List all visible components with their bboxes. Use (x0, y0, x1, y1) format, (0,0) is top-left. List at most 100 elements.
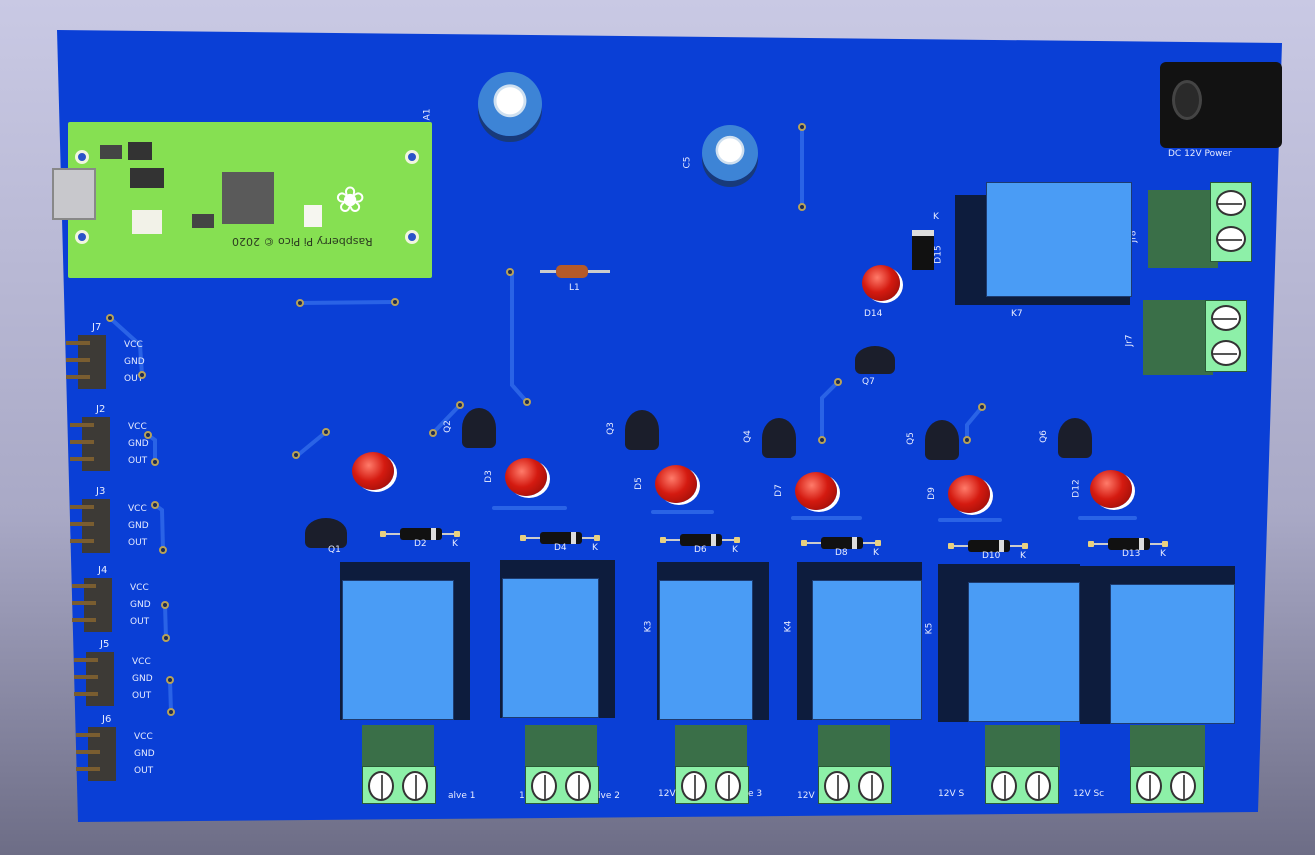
pin (70, 505, 94, 509)
terminal-body (985, 725, 1060, 770)
jack-socket (1172, 80, 1202, 120)
screw-icon (402, 771, 428, 801)
chip (100, 145, 122, 159)
screw-icon (824, 771, 850, 801)
pad (734, 537, 740, 543)
via (167, 708, 175, 716)
via (391, 298, 399, 306)
pin (70, 440, 94, 444)
via (963, 436, 971, 444)
relay-label: K5 (924, 622, 935, 635)
header-pin-label: GND (130, 600, 151, 610)
via (151, 501, 159, 509)
diode-k: K (1020, 551, 1026, 561)
pin (66, 341, 90, 345)
header-ref: J5 (100, 639, 110, 650)
via (322, 428, 330, 436)
relay-k7 (986, 182, 1132, 297)
relay (968, 582, 1080, 722)
relay (659, 580, 753, 720)
pin (74, 692, 98, 696)
usb-connector (52, 168, 96, 220)
via (138, 371, 146, 379)
pad (520, 535, 526, 541)
header-ref: J4 (98, 565, 108, 576)
header-pin-label: GND (132, 674, 153, 684)
mount-hole (405, 230, 419, 244)
pad (660, 537, 666, 543)
via (818, 436, 826, 444)
diode-label: D8 (835, 548, 848, 558)
led-label: D7 (773, 484, 784, 497)
led (948, 475, 990, 513)
led (505, 458, 547, 496)
led (1090, 470, 1132, 508)
via (429, 429, 437, 437)
led-label: D12 (1071, 479, 1082, 498)
header-pin-label: GND (128, 521, 149, 531)
header-pin-label: VCC (128, 504, 147, 514)
pad (1022, 543, 1028, 549)
led-label: D9 (926, 487, 937, 500)
pico-ref: A1 (422, 108, 433, 121)
diode-label: D2 (414, 539, 427, 549)
d15-label: D15 (933, 245, 944, 264)
header-pin-label: OUT (124, 374, 144, 384)
transistor-label: Q5 (905, 432, 916, 445)
via (798, 123, 806, 131)
pin (66, 375, 90, 379)
q7-label: Q7 (862, 377, 875, 387)
header-pin-label: VCC (128, 422, 147, 432)
diode-label: D13 (1122, 549, 1141, 559)
pin (66, 358, 90, 362)
transistor-label: Q2 (442, 420, 453, 433)
pin (72, 618, 96, 622)
mount-hole (75, 230, 89, 244)
header-pin-label: OUT (132, 691, 152, 701)
bootsel-button (132, 210, 162, 234)
q1-label: Q1 (328, 545, 341, 555)
terminal-jr7-body (1143, 300, 1213, 375)
pin (76, 733, 100, 737)
transistor-q7 (855, 346, 895, 374)
screw-icon (991, 771, 1017, 801)
pico-silk: Raspberry Pi Pico © 2020 (232, 235, 373, 248)
pin (76, 767, 100, 771)
screw-icon (715, 771, 741, 801)
pad (948, 543, 954, 549)
l1-label: L1 (569, 283, 580, 293)
screw-icon (1216, 190, 1246, 216)
pad (454, 531, 460, 537)
valve-label: lve 2 (598, 791, 620, 801)
rp2040-chip (222, 172, 274, 224)
relay (812, 580, 922, 720)
pin (70, 522, 94, 526)
relay (1110, 584, 1235, 724)
relay (342, 580, 454, 720)
via (456, 401, 464, 409)
capacitor-c5 (702, 125, 758, 181)
header-pin-label: OUT (130, 617, 150, 627)
valve-label: e 3 (748, 789, 763, 799)
led-label: D5 (633, 477, 644, 490)
valve-label: 12V (797, 791, 815, 801)
relay (502, 578, 599, 718)
diode-k: K (1160, 549, 1166, 559)
header-pin-label: OUT (134, 766, 154, 776)
led (352, 452, 394, 490)
pin (70, 457, 94, 461)
screw-icon (1170, 771, 1196, 801)
diode (540, 532, 582, 544)
pin (72, 584, 96, 588)
terminal-jr8-body (1148, 190, 1218, 268)
transistor (1058, 418, 1092, 458)
screw-icon (681, 771, 707, 801)
capacitor (478, 72, 542, 136)
led-smd (304, 205, 322, 227)
k7-label: K7 (1011, 309, 1023, 319)
header-pin-label: VCC (124, 340, 143, 350)
relay-label: K4 (783, 620, 794, 633)
valve-label: alve 1 (448, 791, 476, 801)
via (834, 378, 842, 386)
